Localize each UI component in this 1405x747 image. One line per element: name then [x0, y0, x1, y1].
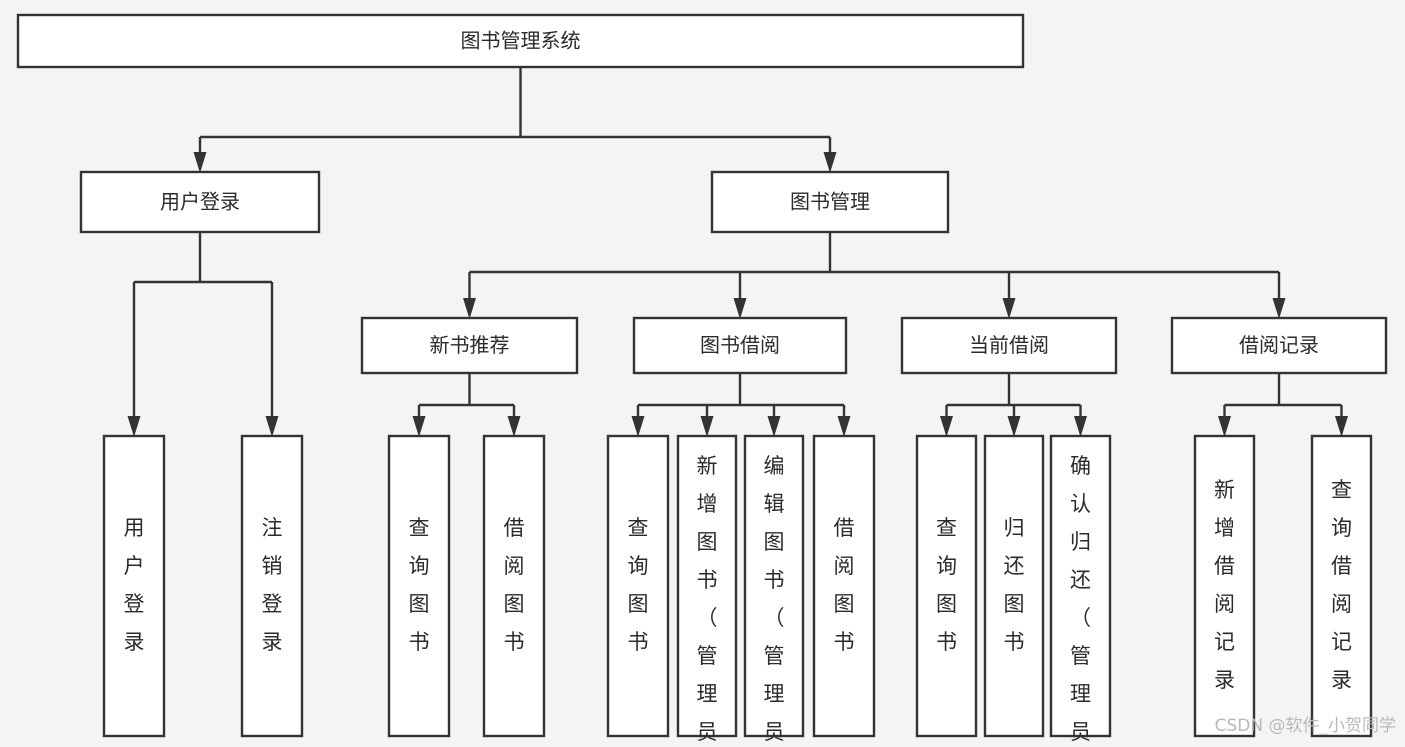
node-label-bookmgmt: 图书管理 — [790, 190, 870, 214]
edge-group-bookmgmt — [463, 232, 1286, 319]
node-box-borrow[interactable] — [632, 316, 848, 375]
node-label-leaf-11: 确认归还（管理员） — [1070, 454, 1091, 747]
node-leaf-10[interactable]: 归还图书 — [983, 434, 1045, 738]
node-leaf-7[interactable]: 编辑图书（管理员） — [743, 434, 805, 747]
node-label-leaf-7: 编辑图书（管理员） — [764, 454, 785, 747]
node-box-leaf-3[interactable] — [387, 434, 451, 738]
node-label-leaf-5: 查询图书 — [628, 516, 649, 654]
node-label-newbook: 新书推荐 — [430, 333, 510, 357]
node-leaf-1[interactable]: 用户登录 — [102, 434, 166, 738]
node-box-login[interactable] — [79, 170, 321, 234]
node-box-leaf-6[interactable] — [676, 434, 738, 738]
node-label-leaf-3: 查询图书 — [409, 516, 430, 654]
node-label-leaf-4: 借阅图书 — [504, 516, 525, 654]
edge-group-records — [1218, 373, 1348, 437]
node-leaf-6[interactable]: 新增图书（管理员） — [676, 434, 738, 747]
node-box-leaf-10[interactable] — [983, 434, 1045, 738]
node-records[interactable]: 借阅记录 — [1170, 316, 1388, 375]
csdn-watermark: CSDN @软件_小贺同学 — [1215, 716, 1396, 736]
node-label-leaf-13: 查询借阅记录 — [1331, 478, 1352, 692]
node-box-leaf-5[interactable] — [606, 434, 670, 738]
node-leaf-8[interactable]: 借阅图书 — [812, 434, 876, 738]
node-label-leaf-9: 查询图书 — [936, 516, 957, 654]
node-borrow[interactable]: 图书借阅 — [632, 316, 848, 375]
node-leaf-12[interactable]: 新增借阅记录 — [1193, 434, 1256, 738]
node-label-root: 图书管理系统 — [461, 29, 581, 53]
edge-group-login — [127, 232, 279, 437]
node-leaf-3[interactable]: 查询图书 — [387, 434, 451, 738]
node-box-root[interactable] — [16, 13, 1025, 69]
node-leaf-9[interactable]: 查询图书 — [915, 434, 978, 738]
node-box-newbook[interactable] — [360, 316, 579, 375]
node-login[interactable]: 用户登录 — [79, 170, 321, 234]
node-label-leaf-6: 新增图书（管理员） — [697, 454, 718, 747]
edge-group-borrow — [631, 373, 851, 437]
edge-group-root — [193, 67, 837, 173]
node-label-current: 当前借阅 — [969, 333, 1049, 357]
node-box-records[interactable] — [1170, 316, 1388, 375]
node-box-leaf-12[interactable] — [1193, 434, 1256, 738]
node-layer: 图书管理系统用户登录图书管理新书推荐图书借阅当前借阅借阅记录用户登录注销登录查询… — [16, 13, 1388, 747]
node-box-current[interactable] — [900, 316, 1118, 375]
node-label-leaf-10: 归还图书 — [1004, 516, 1025, 654]
node-root[interactable]: 图书管理系统 — [16, 13, 1025, 69]
node-box-leaf-11[interactable] — [1049, 434, 1112, 738]
node-label-borrow: 图书借阅 — [700, 333, 780, 357]
edge-group-newbook — [412, 373, 521, 437]
node-box-leaf-4[interactable] — [482, 434, 546, 738]
edge-group-current — [940, 373, 1087, 437]
node-box-leaf-2[interactable] — [240, 434, 304, 738]
node-label-leaf-2: 注销登录 — [262, 516, 283, 654]
node-leaf-2[interactable]: 注销登录 — [240, 434, 304, 738]
edge-layer — [127, 67, 1348, 437]
node-leaf-13[interactable]: 查询借阅记录 — [1310, 434, 1373, 738]
node-box-leaf-1[interactable] — [102, 434, 166, 738]
node-label-records: 借阅记录 — [1239, 333, 1319, 357]
node-current[interactable]: 当前借阅 — [900, 316, 1118, 375]
node-box-bookmgmt[interactable] — [710, 170, 950, 234]
node-label-leaf-1: 用户登录 — [124, 516, 145, 654]
node-newbook[interactable]: 新书推荐 — [360, 316, 579, 375]
node-leaf-11[interactable]: 确认归还（管理员） — [1049, 434, 1112, 747]
node-box-leaf-7[interactable] — [743, 434, 805, 738]
node-label-leaf-12: 新增借阅记录 — [1214, 478, 1235, 692]
node-leaf-5[interactable]: 查询图书 — [606, 434, 670, 738]
node-label-leaf-8: 借阅图书 — [834, 516, 855, 654]
node-box-leaf-9[interactable] — [915, 434, 978, 738]
node-leaf-4[interactable]: 借阅图书 — [482, 434, 546, 738]
node-label-login: 用户登录 — [160, 190, 240, 214]
node-bookmgmt[interactable]: 图书管理 — [710, 170, 950, 234]
node-box-leaf-8[interactable] — [812, 434, 876, 738]
node-box-leaf-13[interactable] — [1310, 434, 1373, 738]
